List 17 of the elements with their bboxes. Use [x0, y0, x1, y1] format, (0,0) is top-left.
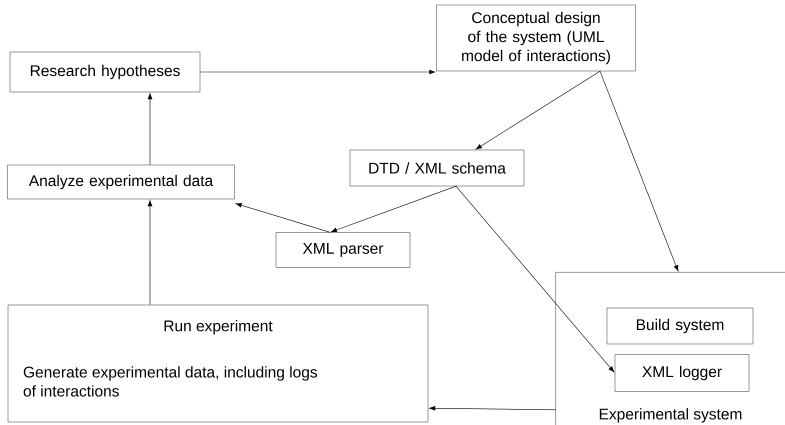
arrow — [429, 406, 556, 411]
arrow — [148, 200, 152, 306]
arrow — [148, 93, 152, 166]
arrow — [600, 70, 678, 272]
process-box: Conceptual design of the system (UML model of interactions) — [436, 4, 636, 72]
process-box: Run experiment Generate experimental data, including logs of interactions — [8, 304, 428, 422]
process-box: XML parser — [276, 232, 410, 268]
process-box: Analyze experimental data — [7, 164, 235, 200]
process-box: Build system — [606, 308, 754, 344]
arrow — [330, 186, 456, 232]
arrow — [456, 186, 614, 372]
process-box: Research hypotheses — [10, 52, 200, 92]
process-box: DTD / XML schema — [350, 150, 524, 186]
arrow — [200, 70, 436, 74]
arrow — [476, 70, 600, 150]
arrow — [236, 202, 330, 233]
process-box: XML logger — [614, 354, 750, 392]
